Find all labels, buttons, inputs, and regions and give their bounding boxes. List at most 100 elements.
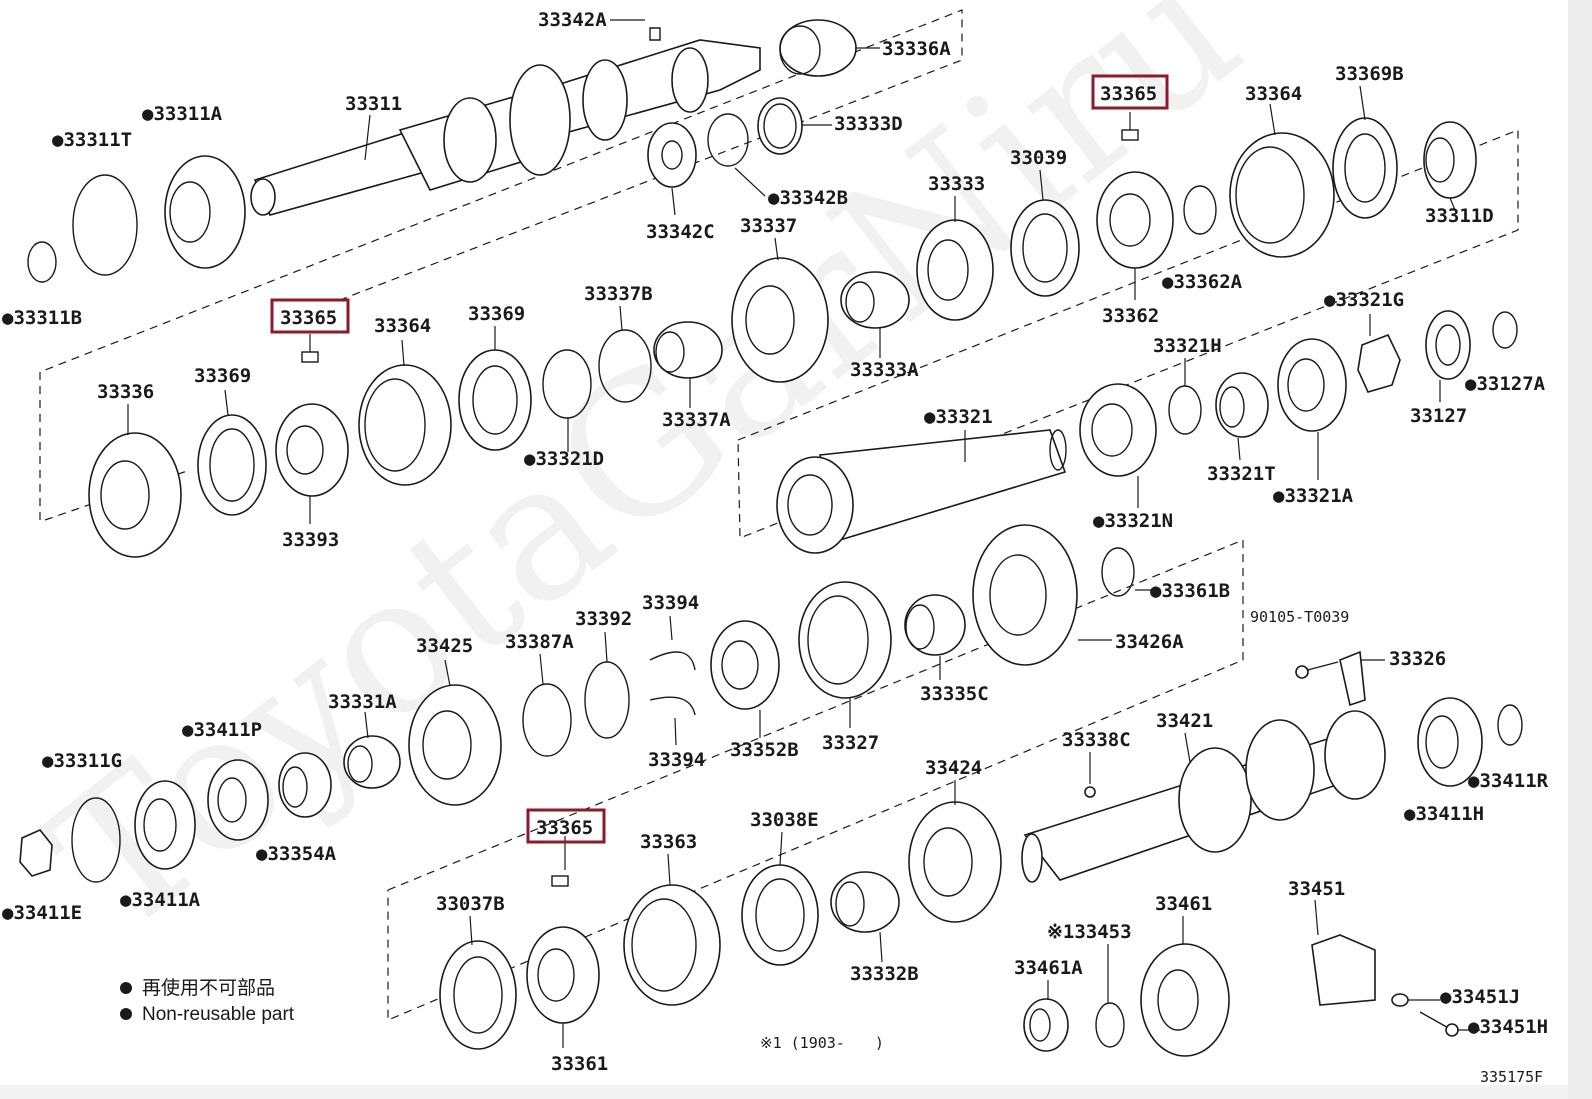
label-33365-bottom: 33365 [536,817,593,839]
hub-33362 [1096,129,1174,269]
gear-33127 [1425,310,1471,380]
snapring-33311G [71,797,121,883]
label-33461: 33461 [1155,893,1212,915]
label-33311T: ●33311T [52,129,132,151]
bullet-icon [120,982,132,994]
lever-33326 [1295,650,1366,707]
label-33342B: ●33342B [768,187,848,209]
label-33321: ●33321 [924,406,993,428]
label-33364-top: 33364 [1245,83,1302,105]
label-33426A: 33426A [1115,631,1184,653]
sleeve-33364 [1229,132,1335,258]
label-33392: 33392 [575,608,632,630]
ring-33127A [1492,311,1518,349]
hub-33361 [526,875,600,1024]
label-33451H: ●33451H [1468,1016,1548,1038]
ring-33342B [707,113,749,167]
ring-33321H [1168,385,1202,435]
label-33311B: ●33311B [2,307,82,329]
label-33311G: ●33311G [42,750,122,772]
label-33369B: 33369B [1335,63,1404,85]
bearing-33336A [779,19,857,77]
label-33332B: 33332B [850,963,919,985]
sleeve-33327 [798,581,892,699]
bearing-33331A [343,735,401,789]
scroll-gutter [1568,0,1592,1099]
key-33394 [649,651,696,716]
gear-33369 [458,349,532,451]
label-33321D: ●33321D [524,448,604,470]
group-outline-bottom [387,539,1244,1021]
label-33037B: 33037B [436,893,505,915]
highlight-box-33365-top [1091,74,1169,110]
group-outline-right [737,129,1519,539]
snapring-33362A [1183,185,1217,235]
bearing-33411A [134,780,196,870]
label-33461A: 33461A [1014,957,1083,979]
ring-33038E [741,864,819,966]
label-33352B: 33352B [730,739,799,761]
label-33127: 33127 [1410,405,1467,427]
bearing-33321A [1277,338,1347,432]
label-33365-top: 33365 [1100,83,1157,105]
figure-id: 335175F [1480,1068,1543,1085]
footnote: ※1 (1903- ) [760,1034,884,1052]
exploded-view-svg: ToyotaGarNiru [2,0,1549,1085]
label-33327: 33327 [822,732,879,754]
gear-33424 [908,801,1002,923]
label-33451J: ●33451J [1440,986,1520,1008]
label-33333D: 33333D [834,113,903,135]
gear-33336 [88,432,182,558]
label-33369-left: 33369 [194,365,251,387]
label-33337: 33337 [740,215,797,237]
nut-33411E [19,829,53,877]
label-33337B: 33337B [584,283,653,305]
label-33387A: 33387A [505,631,574,653]
label-33411E: ●33411E [2,902,82,924]
label-33342A: 33342A [538,9,607,31]
shaft-33421 [1021,710,1386,1006]
spacer-33354A [278,752,332,818]
bearing-33461A [1023,998,1069,1052]
label-33393: 33393 [282,529,339,551]
washer-33342C [647,122,697,188]
label-33411H: ●33411H [1404,803,1484,825]
bearing-33332B [830,871,900,933]
ring-33369b [197,414,267,516]
ring-33387A [522,683,572,757]
gear-33333 [916,219,994,321]
ring-33333D [757,97,803,155]
shaft-33321 [776,429,1067,554]
gear-33369B [1332,117,1398,219]
label-33321G: ●33321G [1324,289,1404,311]
bolt-33451H [1419,1011,1459,1037]
bearing-33333A [840,271,910,329]
gear-33337 [731,257,829,383]
nut-33321G [1357,333,1401,393]
label-33039: 33039 [1010,147,1067,169]
label-33336A: 33336A [882,38,951,60]
label-33311D: 33311D [1425,205,1494,227]
label-90105-T0039: 90105-T0039 [1250,608,1349,626]
label-33364-mid: 33364 [374,315,431,337]
ring-33337B [598,329,652,403]
label-33424: 33424 [925,757,982,779]
label-33336: 33336 [97,381,154,403]
label-33321H: 33321H [1153,335,1222,357]
sleeve-33363 [623,884,721,1006]
label-33369-mid: 33369 [468,303,525,325]
ring-33453 [1095,1002,1125,1048]
label-33453: ※133453 [1047,921,1132,943]
label-33331A: 33331A [328,691,397,713]
label-33326: 33326 [1389,648,1446,670]
highlight-box-33365-bottom [526,808,606,844]
ring-33361B [1101,547,1135,597]
label-33411P: ●33411P [182,719,262,741]
label-33361: 33361 [551,1053,608,1075]
label-33394-bottom: 33394 [648,749,705,771]
label-33038E: 33038E [750,809,819,831]
bearing-33311A [164,155,246,269]
snapring-33311T [72,174,138,276]
label-33321N: ●33321N [1093,510,1173,532]
